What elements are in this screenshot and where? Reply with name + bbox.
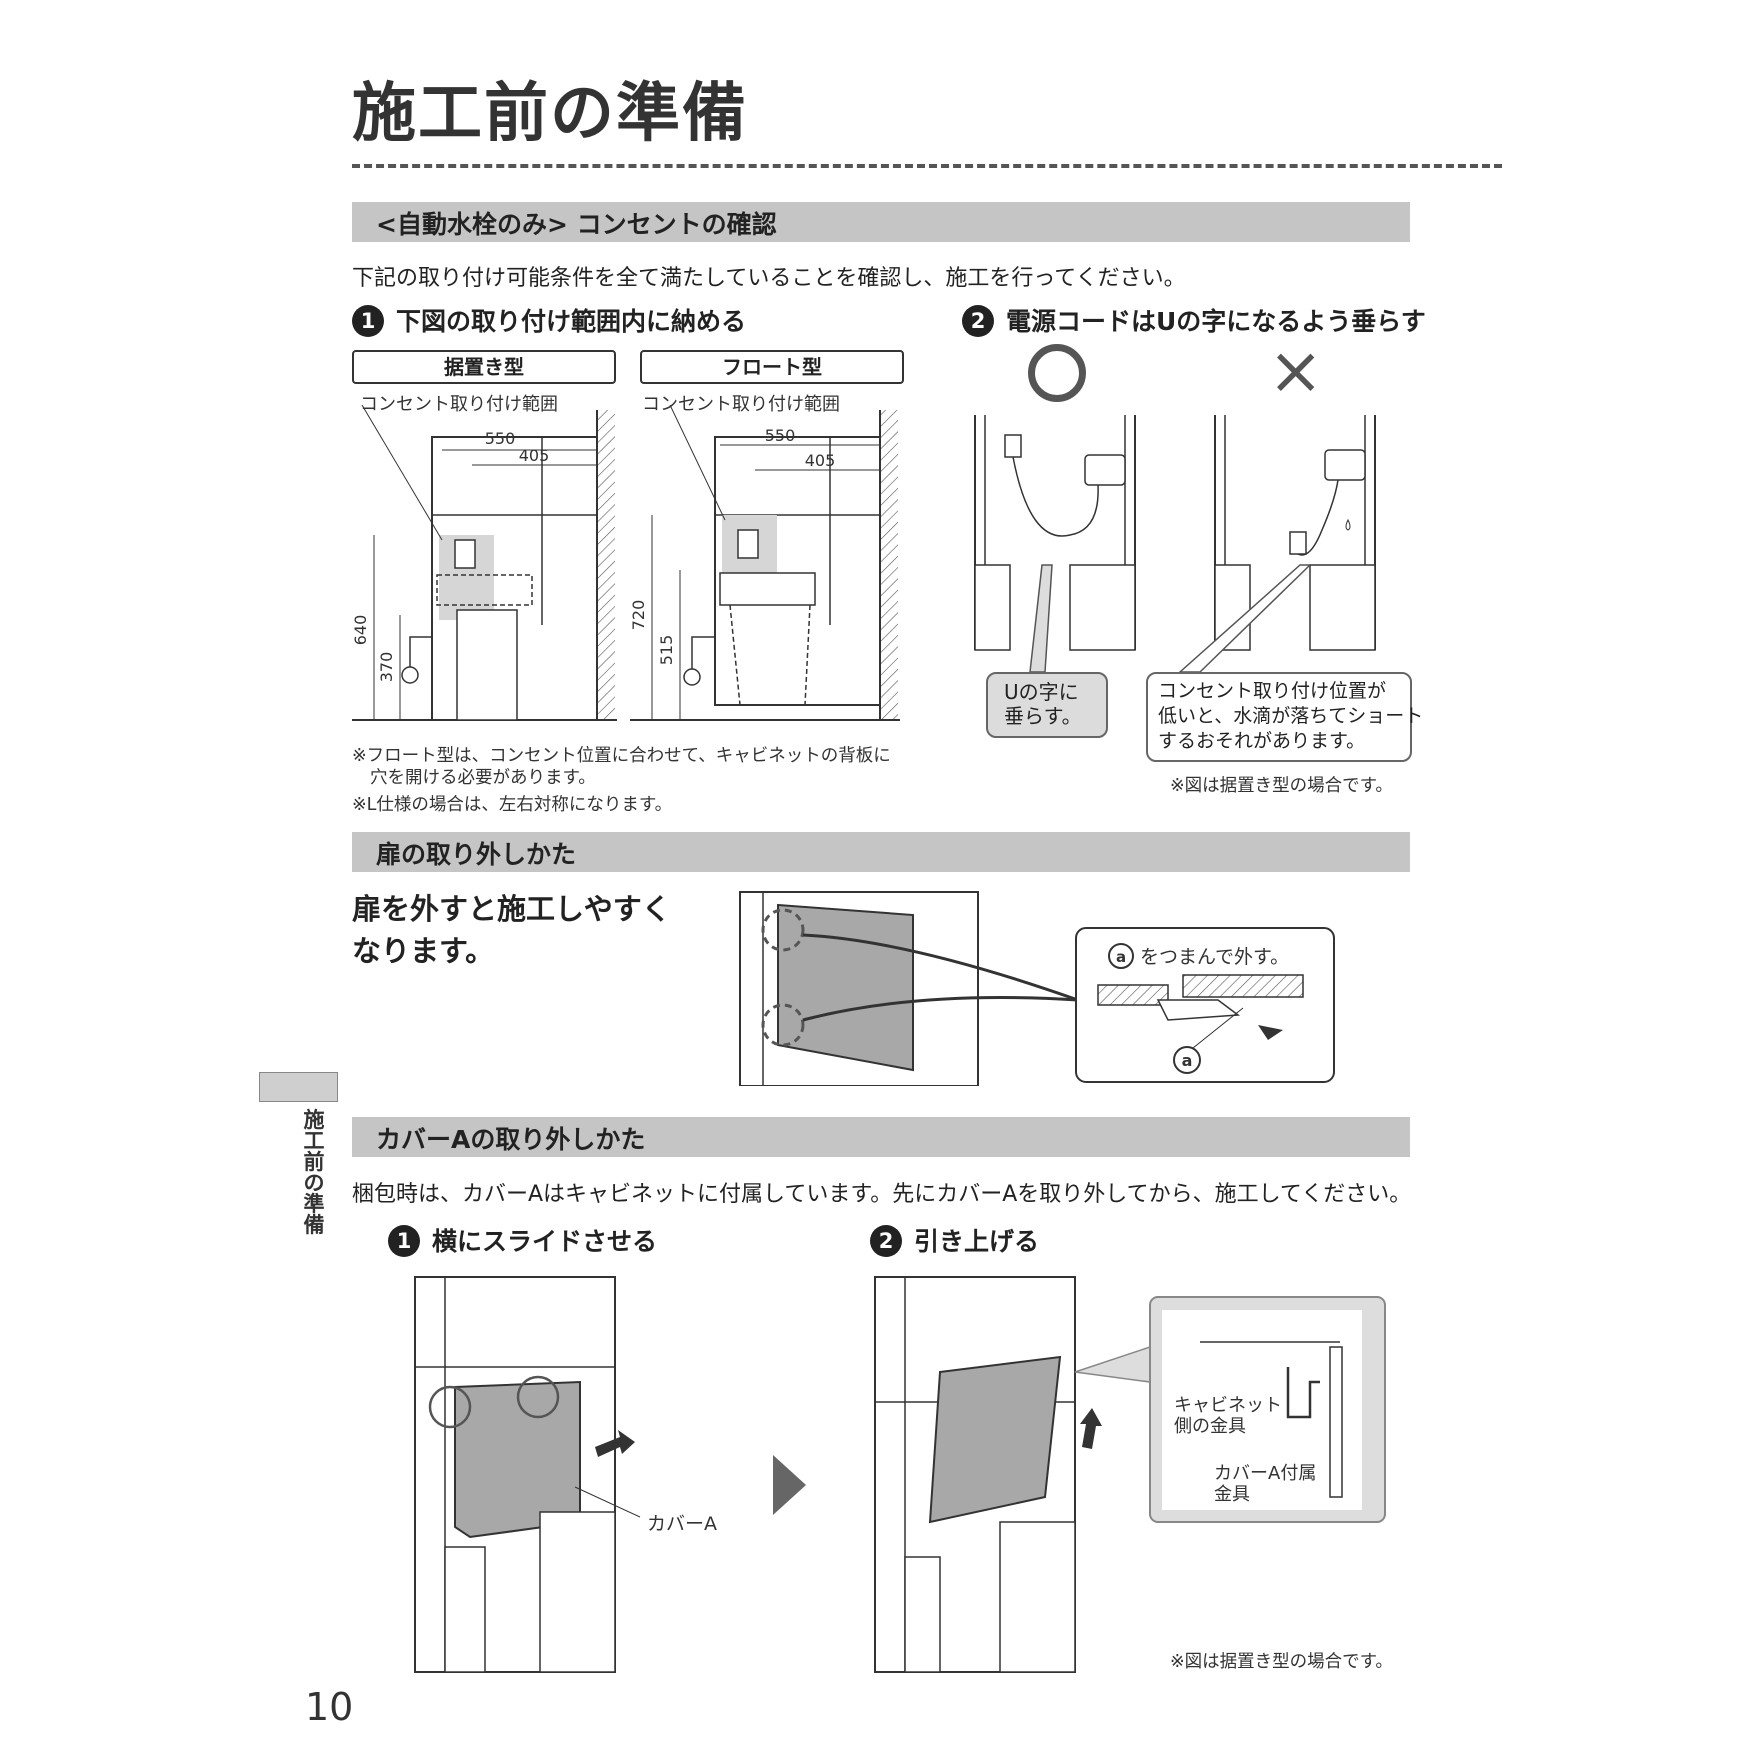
outlet-intro: 下記の取り付け可能条件を全て満たしていることを確認し、施工を行ってください。	[352, 266, 1186, 291]
water-drop-icon	[1345, 518, 1351, 531]
callout-good-line: 垂らす。	[1004, 704, 1082, 728]
outlet-step-2: 2 電源コードはUの字になるよう垂らす	[962, 302, 1426, 338]
range-label-standing: コンセント取り付け範囲	[360, 394, 558, 415]
dim-width-405: 405	[519, 446, 550, 465]
door-panel	[777, 903, 914, 1072]
page-title: 施工前の準備	[352, 77, 748, 151]
section-header-door: 扉の取り外しかた	[352, 832, 1410, 872]
callout-pointers	[1029, 564, 1310, 673]
door-lead: 扉を外すと施工しやすく なります。	[352, 888, 671, 972]
outlet-icon	[1289, 531, 1307, 555]
callout-bad-line: コンセント取り付け位置が	[1158, 680, 1387, 702]
power-unit-icon	[1084, 454, 1126, 486]
cover-slide-diagram: カバーA	[414, 1276, 717, 1673]
hinge-part	[1156, 999, 1241, 1021]
cover-intro: 梱包時は、カバーAはキャビネットに付属しています。先にカバーAを取り外してから、…	[352, 1182, 1412, 1207]
hinge-highlight-bottom	[761, 1003, 805, 1047]
arrow-icon	[1258, 1025, 1283, 1040]
step-label: 電源コードはUの字になるよう垂らす	[1006, 307, 1426, 336]
side-tab-label: 施工前の準備	[303, 1108, 325, 1237]
dim-height-515: 515	[657, 635, 676, 666]
step-number-badge: 2	[962, 305, 994, 337]
detail-label-cabinet: キャビネット 側の金具	[1174, 1395, 1282, 1437]
wall-hatch	[880, 410, 898, 720]
outlet-icon	[454, 539, 476, 569]
dim-width-405: 405	[805, 451, 836, 470]
page-number: 10	[305, 1685, 354, 1729]
standing-type-diagram: 550 405 640 370	[352, 405, 617, 721]
section-title: カバーAの取り外しかた	[376, 1125, 646, 1154]
note-l-spec: ※L仕様の場合は、左右対称になります。	[352, 795, 673, 815]
type-label-float: フロート型	[640, 350, 904, 384]
door-removal-diagram: a a をつまんで外す。	[739, 891, 1335, 1086]
bracket-highlight	[428, 1385, 472, 1429]
cabinet-outline	[714, 436, 881, 706]
section-header-cover: カバーAの取り外しかた	[352, 1117, 1410, 1157]
good-cord-diagram	[974, 415, 1136, 651]
callout-bad-line: 低いと、水滴が落ちてショート	[1158, 705, 1424, 727]
outlet-step-1: 1 下図の取り付け範囲内に納める	[352, 302, 746, 338]
arrow-up-icon	[1080, 1408, 1102, 1449]
hinge-instruction: をつまんで外す。	[1140, 946, 1289, 968]
arrow-right-icon	[595, 1430, 635, 1457]
step-number-badge: 1	[388, 1225, 420, 1257]
step-number-badge: 1	[352, 305, 384, 337]
detail-label-line: カバーA付属	[1214, 1463, 1317, 1484]
bad-mark-icon: ×	[1268, 332, 1324, 409]
power-cord	[1297, 479, 1339, 556]
callout-bad-line: するおそれがあります。	[1158, 730, 1366, 752]
hinge-highlight-top	[761, 908, 805, 952]
outlet-icon	[1004, 434, 1022, 458]
note-float-backboard: ※フロート型は、コンセント位置に合わせて、キャビネットの背板に	[352, 746, 891, 766]
dim-height-640: 640	[352, 615, 370, 646]
note-float-backboard-cont: 穴を開ける必要があります。	[370, 768, 596, 788]
good-mark-icon	[1028, 344, 1086, 402]
cover-a-panel	[928, 1355, 1062, 1524]
step-label: 引き上げる	[914, 1227, 1040, 1256]
door-lead-line: なります。	[352, 934, 495, 968]
section-title: 扉の取り外しかた	[376, 840, 577, 869]
step-label: 下図の取り付け範囲内に納める	[396, 307, 747, 336]
cover-lift-diagram	[874, 1276, 1386, 1673]
section-header-outlet: <自動水栓のみ> コンセントの確認	[352, 202, 1410, 242]
wall-hatch	[597, 410, 615, 720]
marker-a: a	[1182, 1051, 1193, 1070]
dim-height-370: 370	[377, 652, 396, 683]
next-step-arrow	[773, 1455, 806, 1515]
toilet-body	[456, 609, 518, 721]
door-lead-line: 扉を外すと施工しやすく	[352, 892, 671, 926]
dim-width-550: 550	[485, 429, 516, 448]
title-divider	[352, 164, 1502, 168]
dim-height-720: 720	[630, 600, 648, 631]
power-unit-icon	[1324, 449, 1366, 481]
range-label-float: コンセント取り付け範囲	[642, 394, 840, 415]
type-label-standing: 据置き型	[352, 350, 616, 384]
detail-label-cover: カバーA付属 金具	[1214, 1463, 1316, 1505]
side-tab-marker	[259, 1072, 338, 1102]
marker-a: a	[1116, 948, 1126, 966]
figure-note: ※図は据置き型の場合です。	[1170, 776, 1393, 796]
callout-bad: コンセント取り付け位置が 低いと、水滴が落ちてショート するおそれがあります。	[1146, 672, 1424, 762]
cover-step-2: 2 引き上げる	[870, 1222, 1039, 1258]
cover-step-1: 1 横にスライドさせる	[388, 1222, 657, 1258]
figure-note: ※図は据置き型の場合です。	[1170, 1652, 1393, 1672]
callout-good: Uの字に 垂らす。	[986, 672, 1108, 738]
detail-label-line: 側の金具	[1174, 1416, 1246, 1437]
power-cord	[1012, 456, 1099, 537]
toilet-bowl	[719, 572, 816, 606]
float-type-diagram: 550 405 720 515	[630, 405, 900, 721]
step-number-badge: 2	[870, 1225, 902, 1257]
dim-width-550: 550	[765, 426, 796, 445]
bracket-highlight	[516, 1375, 560, 1419]
detail-label-line: 金具	[1214, 1484, 1250, 1505]
section-title: <自動水栓のみ> コンセントの確認	[376, 210, 777, 239]
callout-good-line: Uの字に	[1004, 680, 1079, 704]
cover-a-panel	[454, 1380, 581, 1539]
cover-a-label: カバーA	[647, 1513, 717, 1535]
detail-label-line: キャビネット	[1174, 1395, 1282, 1416]
outlet-icon	[737, 529, 759, 559]
bracket-part	[1286, 1367, 1320, 1419]
step-label: 横にスライドさせる	[432, 1227, 658, 1256]
